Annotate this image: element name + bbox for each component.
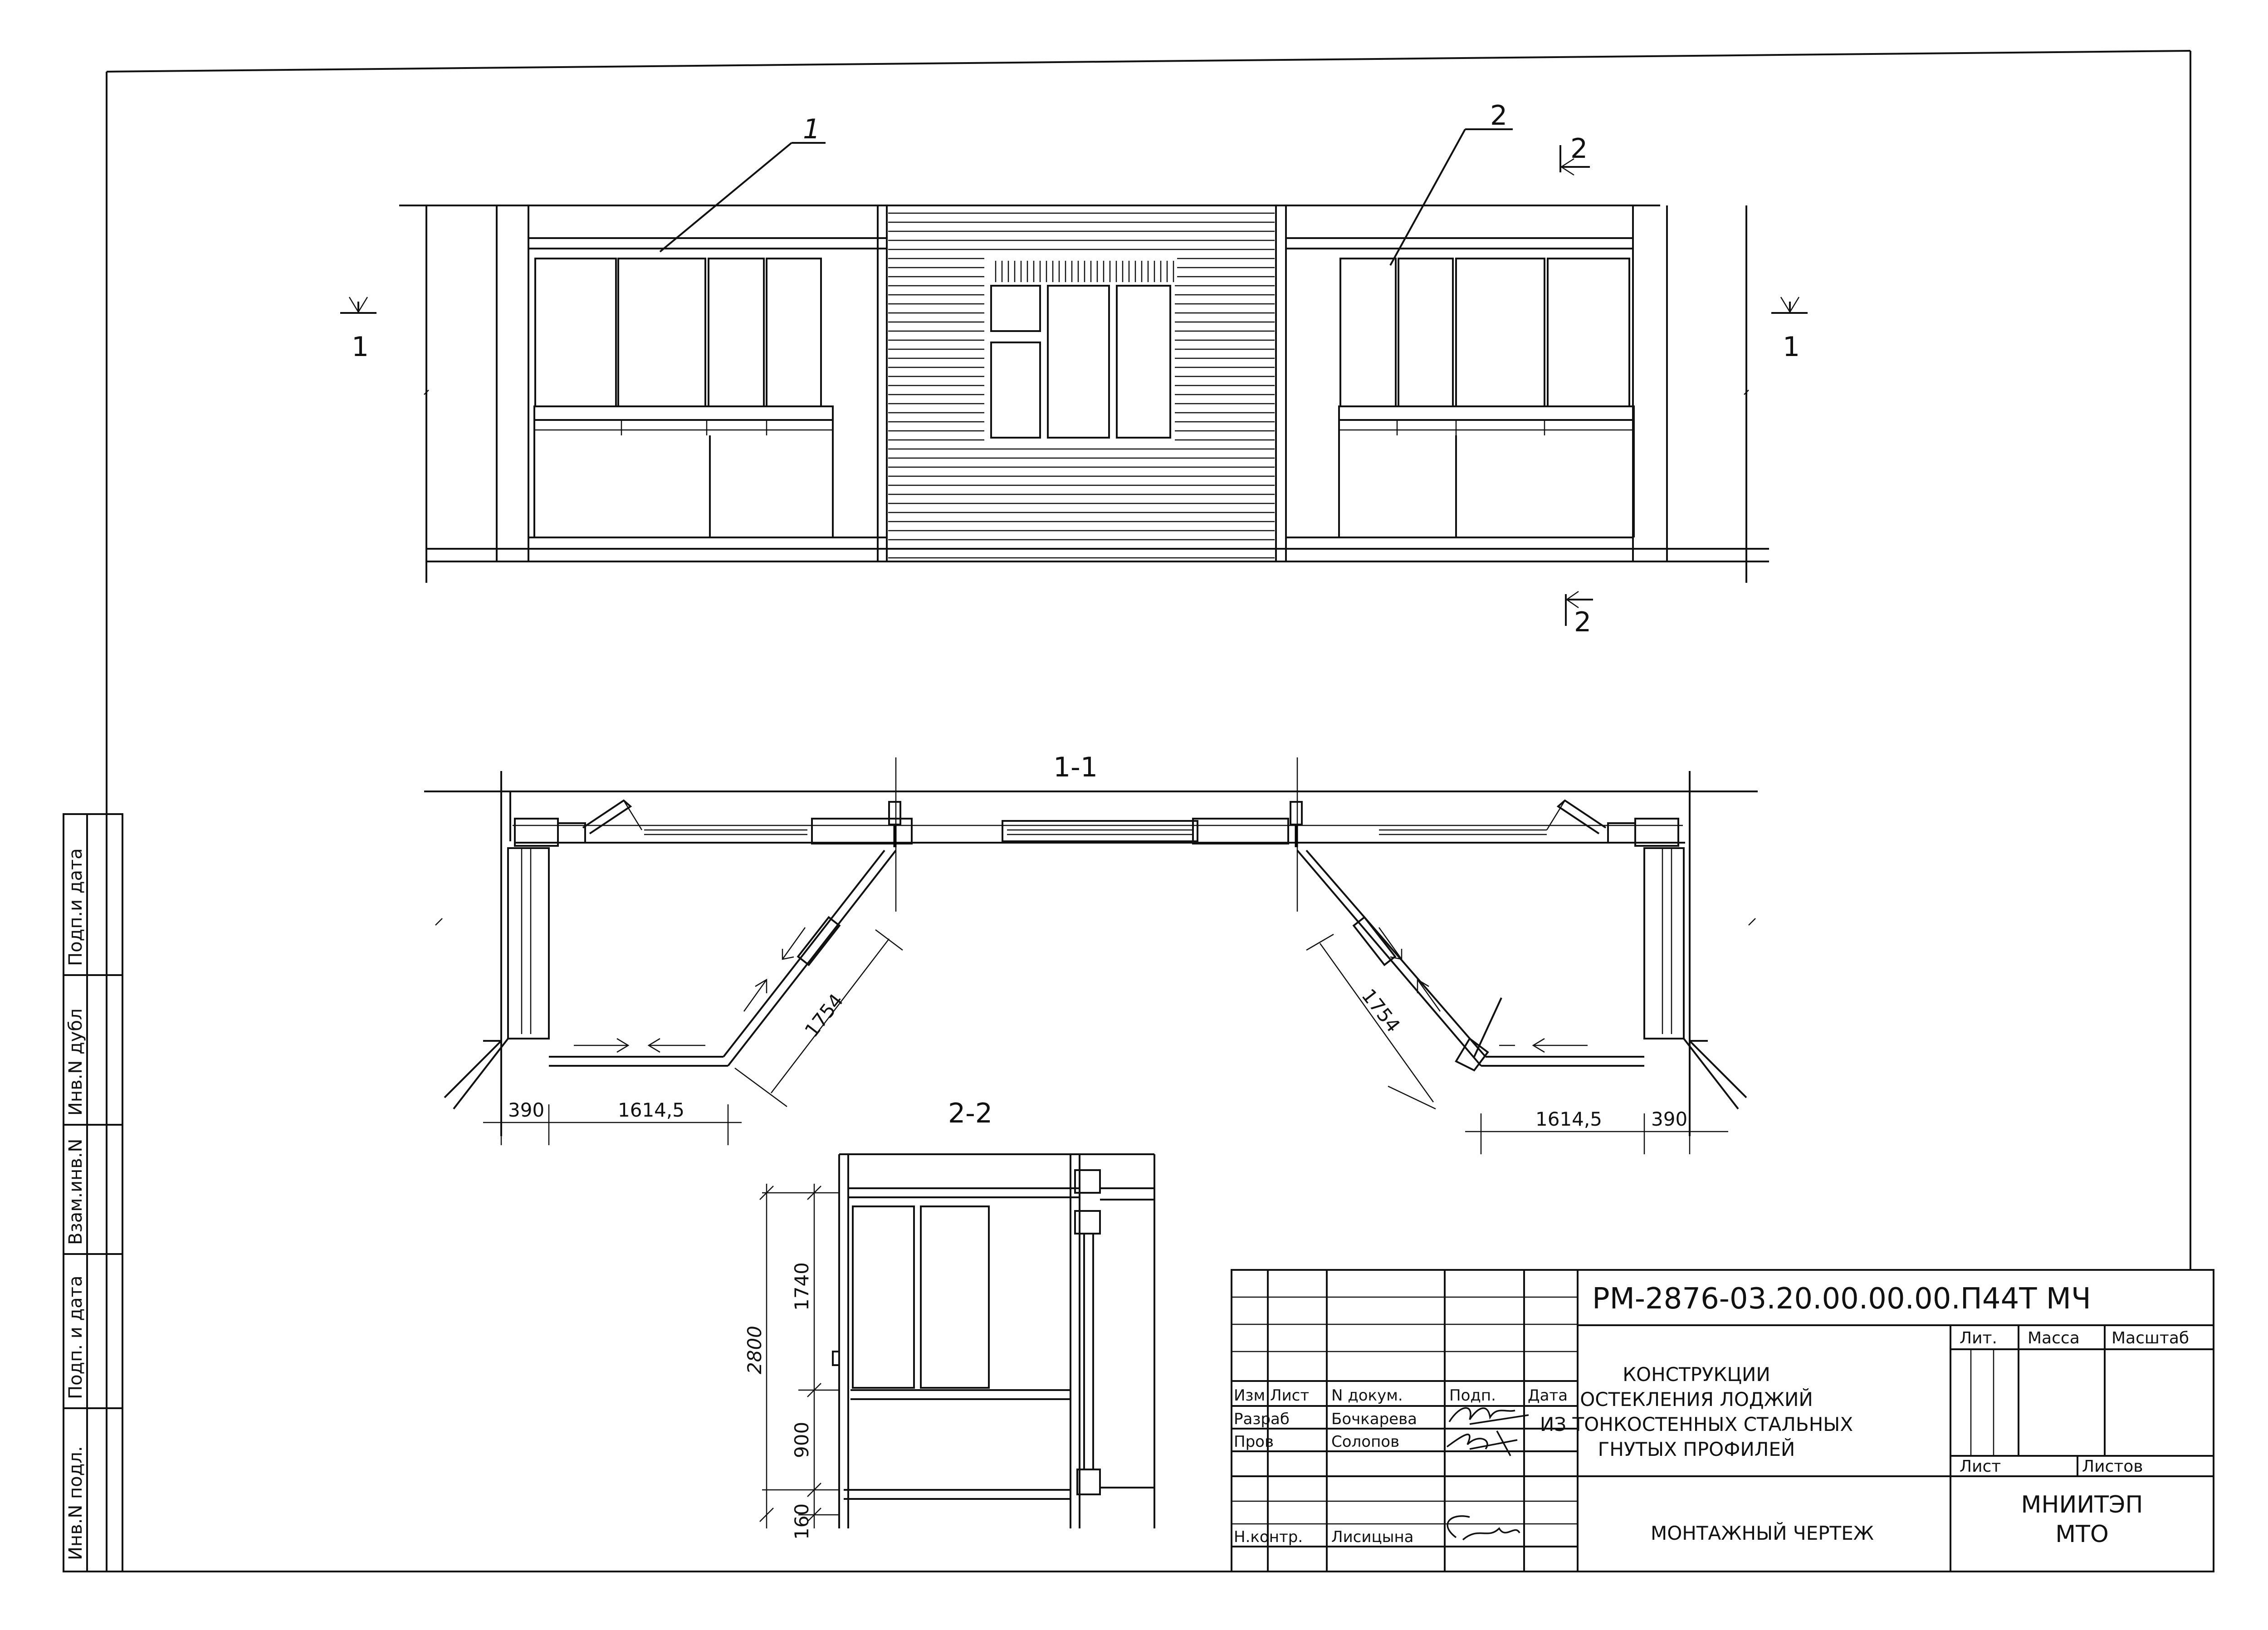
- role-razrab: Разраб: [1234, 1410, 1290, 1428]
- stamp-label-inv-podl: Инв.N подл.: [65, 1446, 86, 1560]
- role-nkontr: Н.контр.: [1234, 1528, 1303, 1546]
- dim-900: 900: [791, 1422, 813, 1458]
- name-razrab: Бочкарева: [1331, 1410, 1417, 1428]
- sheets-label: Листов: [2082, 1457, 2143, 1476]
- col-ndokum: N докум.: [1331, 1386, 1403, 1405]
- col-data: Дата: [1528, 1386, 1568, 1405]
- dimension-lines-plan: 390 1614,5 1754 1614,5 390 1754: [483, 929, 1728, 1154]
- side-stamp: Инв.N подл. Подп. и дата Взам.инв.N Инв.…: [63, 813, 123, 1572]
- callout-2-label: 2: [1490, 100, 1507, 132]
- title-block: РМ-2876-03.20.00.00.00.П44Т МЧ КОНСТРУКЦ…: [1231, 1269, 2214, 1572]
- doc-name-line-1: КОНСТРУКЦИИ: [1623, 1363, 1770, 1386]
- dim-right-390: 390: [1651, 1108, 1687, 1130]
- stamp-label-vzam-inv: Взам.инв.N: [65, 1139, 86, 1245]
- doc-name-line-2: ОСТЕКЛЕНИЯ ЛОДЖИЙ: [1580, 1388, 1813, 1410]
- col-podp: Подп.: [1449, 1386, 1496, 1405]
- sheet-label: Лист: [1960, 1457, 2001, 1476]
- dim-2800: 2800: [743, 1326, 766, 1374]
- vent-grille: [995, 261, 1174, 282]
- dim-left-1754: 1754: [800, 990, 847, 1041]
- org-name-2: МТО: [2055, 1521, 2109, 1548]
- dim-left-1614: 1614,5: [618, 1099, 684, 1121]
- org-name-1: МНИИТЭП: [2021, 1491, 2143, 1518]
- facade-elevation: 1 2 1 1 2 2: [340, 100, 1808, 638]
- section-1-1-title: 1-1: [1053, 752, 1098, 783]
- cut-mark-1-left: 1: [352, 331, 369, 363]
- doc-name-line-3: ИЗ ТОНКОСТЕННЫХ СТАЛЬНЫХ: [1540, 1413, 1853, 1435]
- dim-right-1614: 1614,5: [1535, 1108, 1602, 1130]
- dimension-lines-section: 1740 900 160 2800: [743, 1184, 839, 1540]
- stamp-label-inv-dubl: Инв.N дубл: [65, 1008, 86, 1116]
- section-2-2: 2-2: [743, 1098, 1155, 1540]
- section-1-1-plan: 1-1: [424, 752, 1758, 1154]
- lit-label: Лит.: [1960, 1329, 1997, 1347]
- cut-mark-2-top: 2: [1570, 133, 1588, 165]
- cut-mark-1-right: 1: [1783, 331, 1800, 363]
- col-izm: Изм: [1234, 1386, 1265, 1405]
- role-prov: Пров: [1234, 1433, 1274, 1451]
- callout-1-label: 1: [803, 113, 820, 145]
- col-list: Лист: [1270, 1386, 1309, 1405]
- name-prov: Солопов: [1331, 1433, 1399, 1451]
- sliding-arrows: [574, 927, 1588, 1053]
- brick-hatching: [888, 212, 1275, 559]
- scale-label: Масштаб: [2112, 1329, 2189, 1347]
- dim-1740: 1740: [791, 1262, 813, 1311]
- mass-label: Масса: [2028, 1329, 2080, 1347]
- doc-code: РМ-2876-03.20.00.00.00.П44Т МЧ: [1592, 1282, 2091, 1316]
- stamp-label-podp-data-2: Подп.и дата: [65, 848, 86, 966]
- doc-name-line-4: ГНУТЫХ ПРОФИЛЕЙ: [1598, 1438, 1795, 1460]
- signature-nkontr: [1447, 1515, 1520, 1541]
- dim-160: 160: [791, 1503, 813, 1540]
- name-nkontr: Лисицына: [1331, 1528, 1414, 1546]
- section-2-2-title: 2-2: [948, 1098, 992, 1129]
- stamp-label-podp-data: Подп. и дата: [65, 1276, 86, 1399]
- sheet-name: МОНТАЖНЫЙ ЧЕРТЕЖ: [1651, 1522, 1874, 1544]
- signature-razrab: [1448, 1407, 1529, 1425]
- signature-prov: [1446, 1430, 1518, 1456]
- dim-left-390: 390: [508, 1099, 544, 1121]
- cut-mark-2-bottom: 2: [1574, 606, 1591, 638]
